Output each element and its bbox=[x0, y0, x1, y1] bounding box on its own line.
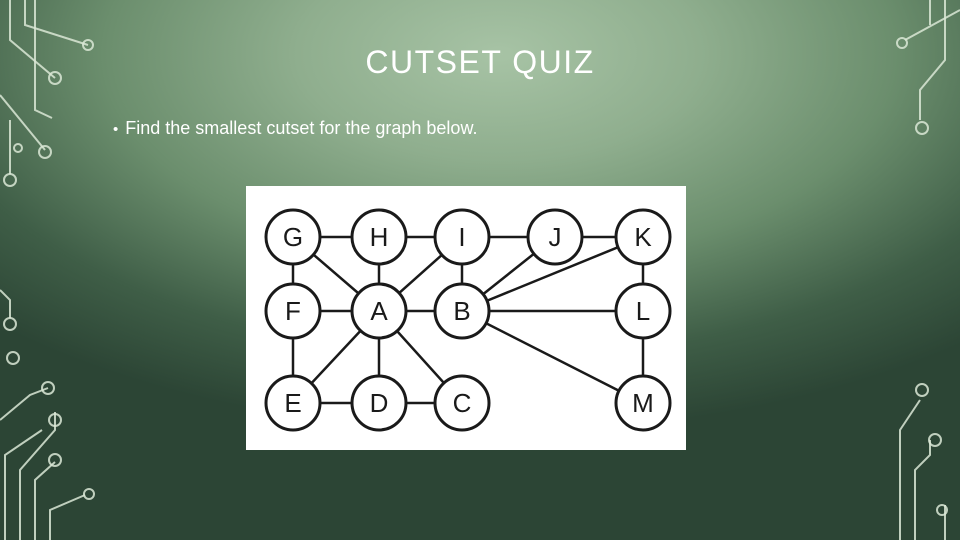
node-label: M bbox=[632, 388, 654, 418]
graph-diagram: G H I J K F A B L E D C M bbox=[264, 208, 672, 432]
edge-B-M bbox=[461, 309, 644, 405]
node-J: J bbox=[526, 208, 584, 266]
node-label: C bbox=[453, 388, 472, 418]
node-circle bbox=[614, 208, 672, 266]
node-K: K bbox=[614, 208, 672, 266]
node-circle bbox=[433, 282, 491, 340]
node-label: F bbox=[285, 296, 301, 326]
node-circle bbox=[526, 208, 584, 266]
node-circle bbox=[433, 374, 491, 432]
node-label: B bbox=[453, 296, 470, 326]
node-H: H bbox=[350, 208, 408, 266]
node-B: B bbox=[433, 282, 491, 340]
node-circle bbox=[350, 374, 408, 432]
node-circle bbox=[264, 208, 322, 266]
node-circle bbox=[350, 208, 408, 266]
node-label: H bbox=[370, 222, 389, 252]
node-C: C bbox=[433, 374, 491, 432]
edge-B-K bbox=[461, 235, 644, 313]
node-D: D bbox=[350, 374, 408, 432]
graph-image: G H I J K F A B L E D C M bbox=[246, 186, 686, 450]
node-label: L bbox=[636, 296, 650, 326]
bullet-text: Find the smallest cutset for the graph b… bbox=[125, 118, 478, 138]
node-label: J bbox=[549, 222, 562, 252]
node-F: F bbox=[264, 282, 322, 340]
node-circle bbox=[433, 208, 491, 266]
node-M: M bbox=[614, 374, 672, 432]
node-label: A bbox=[370, 296, 388, 326]
node-circle bbox=[350, 282, 408, 340]
node-label: D bbox=[370, 388, 389, 418]
node-circle bbox=[614, 282, 672, 340]
node-I: I bbox=[433, 208, 491, 266]
node-circle bbox=[264, 374, 322, 432]
node-label: E bbox=[284, 388, 301, 418]
node-label: I bbox=[458, 222, 465, 252]
bullet-dot-icon: • bbox=[113, 121, 119, 138]
node-circle bbox=[614, 374, 672, 432]
node-E: E bbox=[264, 374, 322, 432]
node-label: K bbox=[634, 222, 652, 252]
node-L: L bbox=[614, 282, 672, 340]
node-circle bbox=[264, 282, 322, 340]
node-A: A bbox=[350, 282, 408, 340]
node-G: G bbox=[264, 208, 322, 266]
bullet-item: • Find the smallest cutset for the graph … bbox=[113, 118, 477, 139]
node-label: G bbox=[283, 222, 303, 252]
slide-title: CUTSET QUIZ bbox=[365, 44, 595, 80]
